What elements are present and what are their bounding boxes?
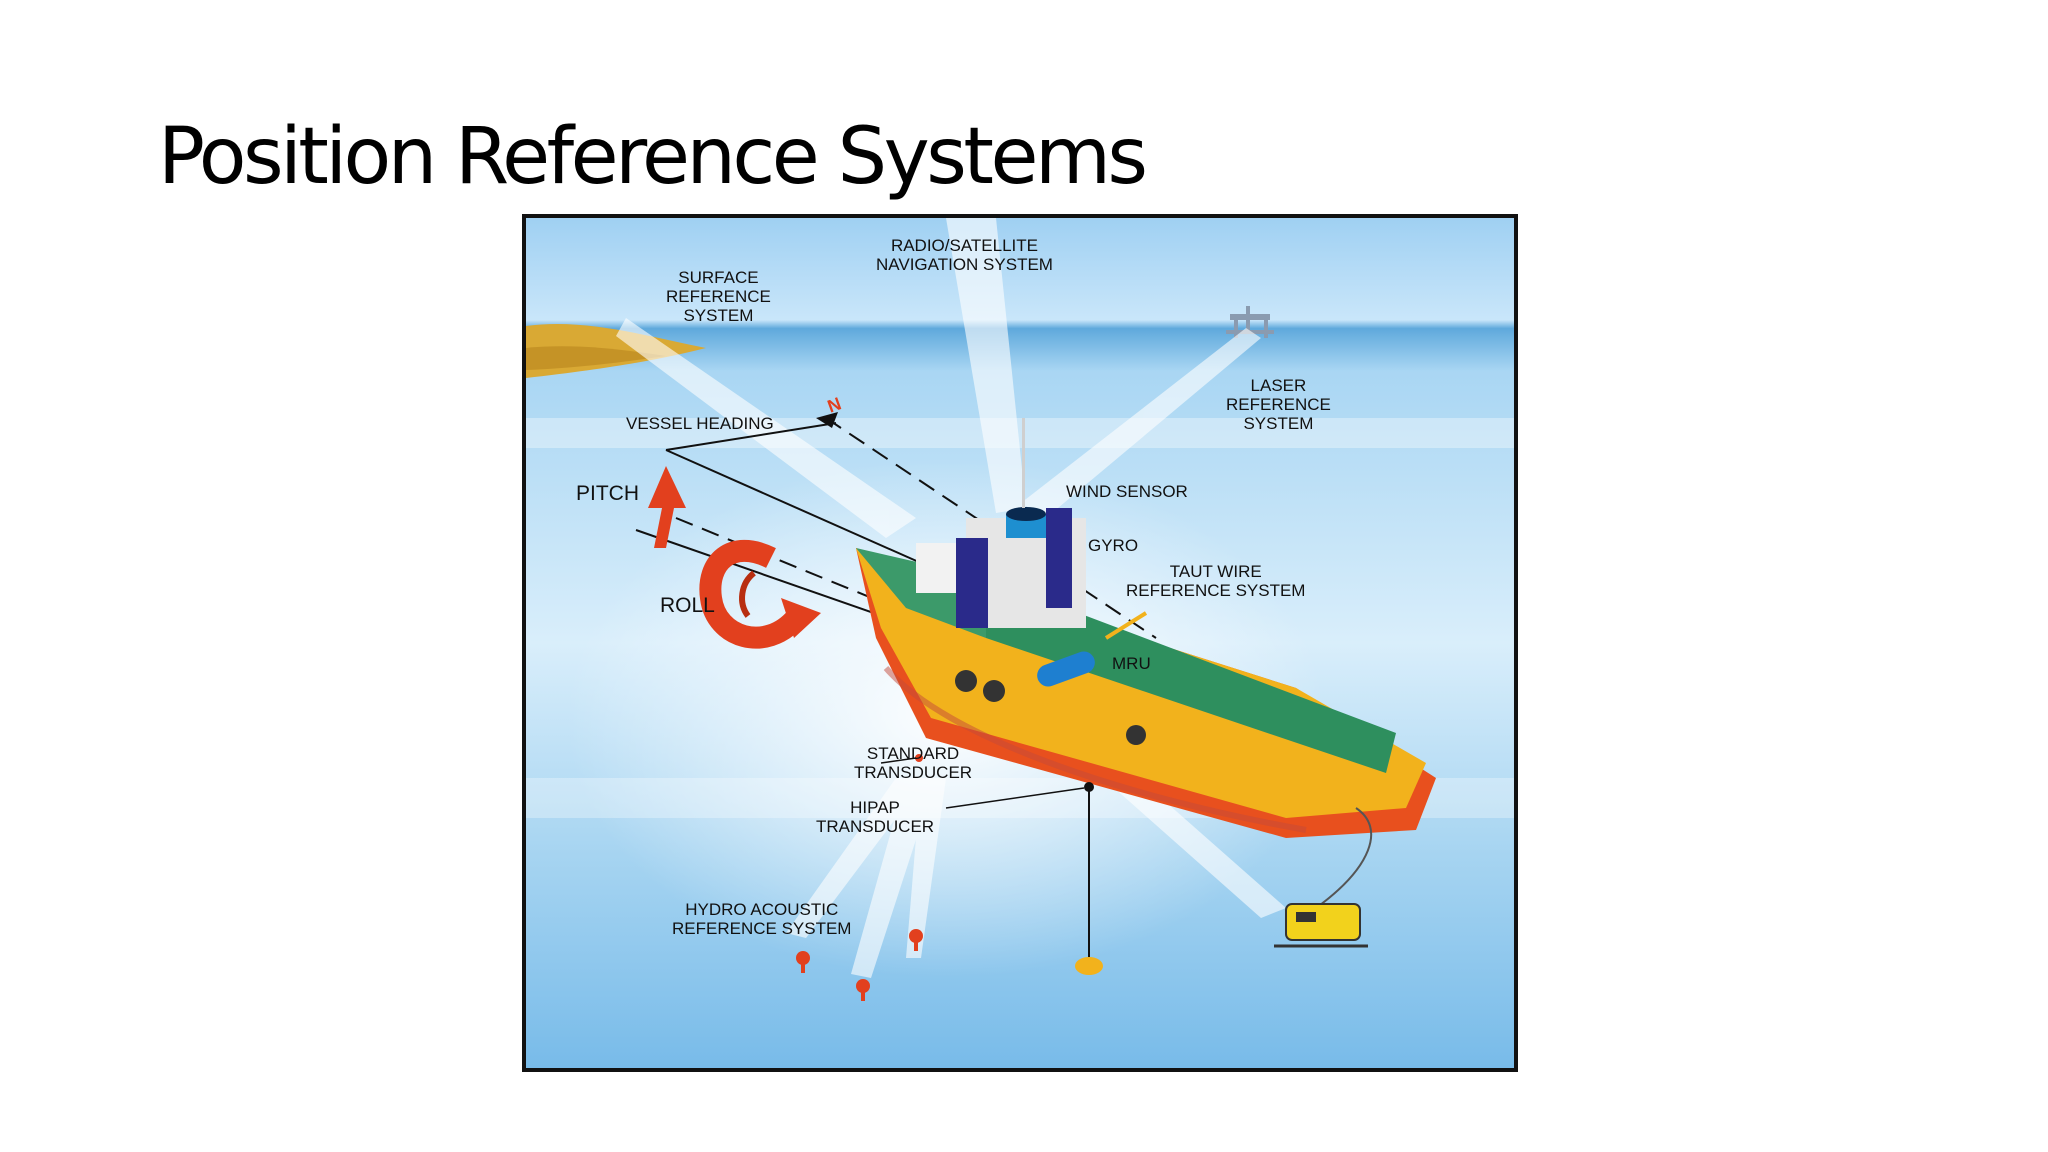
mru-unit bbox=[1037, 651, 1095, 687]
standard-transducer-icon bbox=[915, 754, 923, 762]
position-reference-diagram: RADIO/SATELLITE NAVIGATION SYSTEM SURFAC… bbox=[522, 214, 1518, 1072]
label-hipap-transducer: HIPAP TRANSDUCER bbox=[816, 798, 935, 836]
label-pitch: PITCH bbox=[576, 482, 639, 505]
label-surface-reference: SURFACE REFERENCE SYSTEM bbox=[666, 268, 771, 325]
label-radio-satellite: RADIO/SATELLITE NAVIGATION SYSTEM bbox=[876, 236, 1053, 274]
label-laser-reference: LASER REFERENCE SYSTEM bbox=[1226, 376, 1331, 433]
roll-arrow-icon bbox=[699, 539, 821, 649]
bridge-block bbox=[956, 538, 988, 628]
seabed-transponders bbox=[796, 929, 923, 1001]
label-vessel-heading: VESSEL HEADING bbox=[626, 414, 774, 433]
label-hydro-acoustic: HYDRO ACOUSTIC REFERENCE SYSTEM bbox=[672, 900, 852, 938]
diagram-illustration bbox=[526, 218, 1514, 1068]
label-wind-sensor: WIND SENSOR bbox=[1066, 482, 1188, 501]
label-mru: MRU bbox=[1112, 654, 1151, 673]
slide-title: Position Reference Systems bbox=[158, 112, 1148, 202]
rov-icon bbox=[1274, 807, 1373, 948]
label-taut-wire: TAUT WIRE REFERENCE SYSTEM bbox=[1126, 562, 1306, 600]
vessel bbox=[856, 418, 1436, 838]
mast bbox=[1022, 418, 1025, 508]
label-standard-transducer: STANDARD TRANSDUCER bbox=[854, 744, 973, 782]
taut-wire-weight bbox=[1075, 957, 1103, 975]
reference-beams bbox=[616, 218, 1286, 978]
label-gyro: GYRO bbox=[1088, 536, 1139, 555]
label-roll: ROLL bbox=[660, 594, 715, 617]
pitch-arrow-icon bbox=[648, 466, 686, 548]
north-pointer bbox=[816, 412, 838, 428]
